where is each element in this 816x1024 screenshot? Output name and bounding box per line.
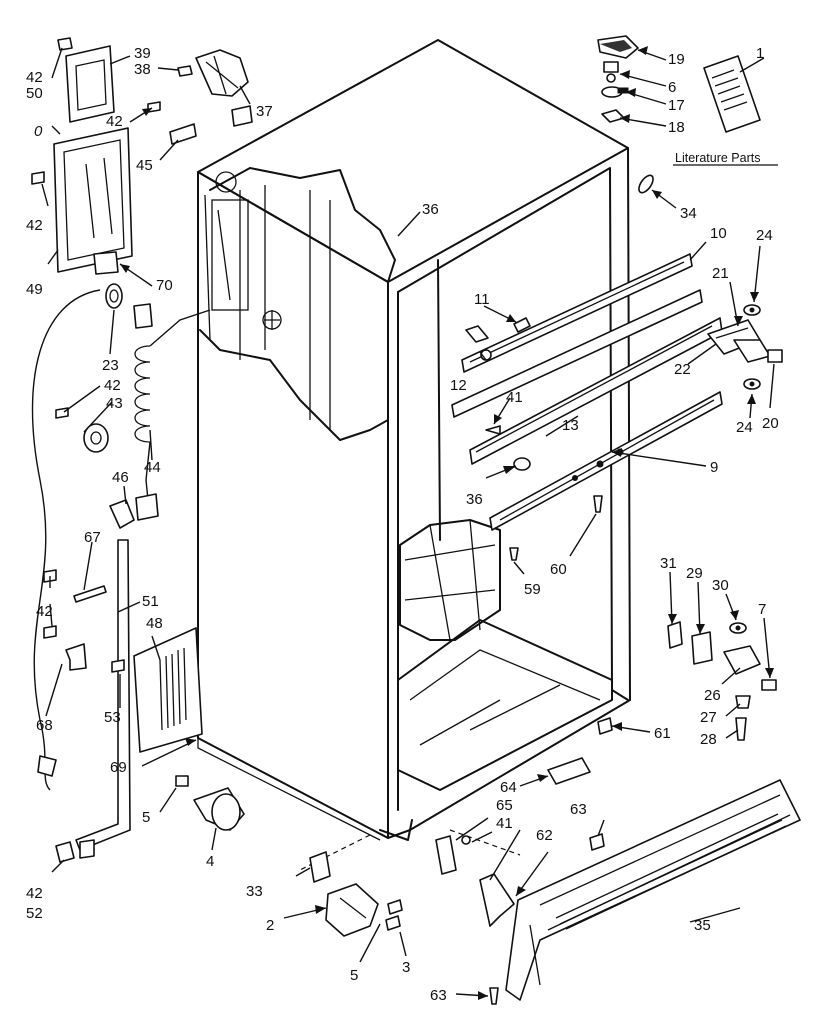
callout-63a: 63 xyxy=(570,801,587,818)
callout-34: 34 xyxy=(680,205,697,222)
callout-38: 38 xyxy=(134,61,151,78)
callout-24b: 24 xyxy=(736,419,753,436)
callout-48: 48 xyxy=(146,615,163,632)
literature-booklet: Literature Parts xyxy=(673,55,778,166)
control-panel-parts xyxy=(31,37,253,863)
callout-26: 26 xyxy=(704,687,721,704)
callout-2: 2 xyxy=(266,917,274,934)
leader-lines xyxy=(41,46,775,1000)
callout-67: 67 xyxy=(84,529,101,546)
callout-42d: 42 xyxy=(104,377,121,394)
callout-41a: 41 xyxy=(506,389,523,406)
callout-49: 49 xyxy=(26,281,43,298)
callout-24a: 24 xyxy=(756,227,773,244)
callout-70: 70 xyxy=(156,277,173,294)
callout-20: 20 xyxy=(762,415,779,432)
callout-44: 44 xyxy=(144,459,161,476)
callout-12: 12 xyxy=(450,377,467,394)
callout-27: 27 xyxy=(700,709,717,726)
callout-30: 30 xyxy=(712,577,729,594)
callout-64: 64 xyxy=(500,779,517,796)
callout-51: 51 xyxy=(142,593,159,610)
callout-62: 62 xyxy=(536,827,553,844)
callout-42e: 42 xyxy=(36,603,53,620)
top-hinge-parts xyxy=(597,35,654,194)
callout-68: 68 xyxy=(36,717,53,734)
callout-36b: 36 xyxy=(466,491,483,508)
callout-61: 61 xyxy=(654,725,671,742)
callout-52: 52 xyxy=(26,905,43,922)
right-hinge-assembly xyxy=(597,304,783,741)
callout-42f: 42 xyxy=(26,885,43,902)
callout-43: 43 xyxy=(106,395,123,412)
grille-and-base-parts xyxy=(175,757,801,1005)
callout-53: 53 xyxy=(104,709,121,726)
callout-4: 4 xyxy=(206,853,214,870)
callout-9: 9 xyxy=(710,459,718,476)
callout-1: 1 xyxy=(756,45,764,62)
callout-42c: 42 xyxy=(26,217,43,234)
callout-3: 3 xyxy=(402,959,410,976)
callout-33: 33 xyxy=(246,883,263,900)
callout-37: 37 xyxy=(256,103,273,120)
callout-42a: 42 xyxy=(26,69,43,86)
callout-labels: 1 2 3 4 5 5 6 7 9 10 11 12 13 17 18 19 2… xyxy=(26,45,779,1004)
callout-69: 69 xyxy=(110,759,127,776)
callout-17: 17 xyxy=(668,97,685,114)
callout-18: 18 xyxy=(668,119,685,136)
callout-6: 6 xyxy=(668,79,676,96)
callout-36a: 36 xyxy=(422,201,439,218)
callout-13: 13 xyxy=(562,417,579,434)
callout-19: 19 xyxy=(668,51,685,68)
callout-41b: 41 xyxy=(496,815,513,832)
literature-caption: Literature Parts xyxy=(675,151,760,165)
callout-28: 28 xyxy=(700,731,717,748)
callout-23: 23 xyxy=(102,357,119,374)
callout-22: 22 xyxy=(674,361,691,378)
callout-10: 10 xyxy=(710,225,727,242)
callout-o-ring: 0 xyxy=(34,123,43,140)
callout-29: 29 xyxy=(686,565,703,582)
callout-5b: 5 xyxy=(350,967,358,984)
shelf-rails xyxy=(451,253,723,561)
cabinet-body xyxy=(197,39,631,871)
callout-5a: 5 xyxy=(142,809,150,826)
callout-31: 31 xyxy=(660,555,677,572)
callout-46: 46 xyxy=(112,469,129,486)
callout-35: 35 xyxy=(694,917,711,934)
callout-65: 65 xyxy=(496,797,513,814)
callout-59: 59 xyxy=(524,581,541,598)
callout-63b: 63 xyxy=(430,987,447,1004)
callout-7: 7 xyxy=(758,601,766,618)
callout-21: 21 xyxy=(712,265,729,282)
callout-42b: 42 xyxy=(106,113,123,130)
callout-39: 39 xyxy=(134,45,151,62)
callout-60: 60 xyxy=(550,561,567,578)
callout-11: 11 xyxy=(474,291,490,308)
callout-50: 50 xyxy=(26,85,43,102)
callout-45: 45 xyxy=(136,157,153,174)
